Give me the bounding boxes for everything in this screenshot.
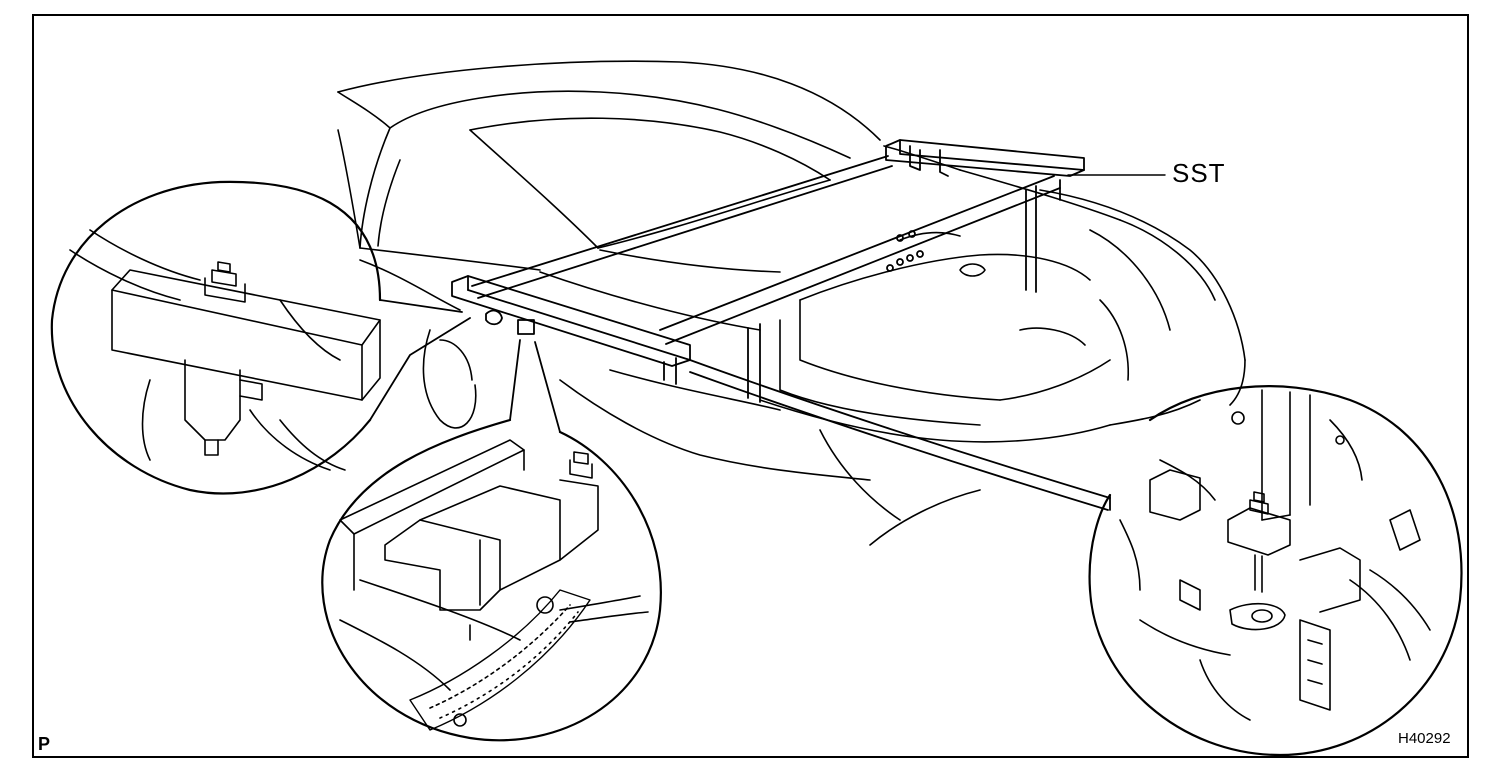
sst-fixture: [451, 139, 1111, 511]
detail-circle-right: [1088, 385, 1463, 757]
sst-label: SST: [1172, 158, 1226, 188]
car-body: [337, 60, 1246, 546]
detail-circle-left: [50, 180, 471, 495]
detail-circle-center: [321, 339, 662, 742]
corner-mark: P: [38, 734, 51, 754]
figure-border: [32, 14, 1469, 758]
figure-code: H40292: [1398, 730, 1451, 747]
